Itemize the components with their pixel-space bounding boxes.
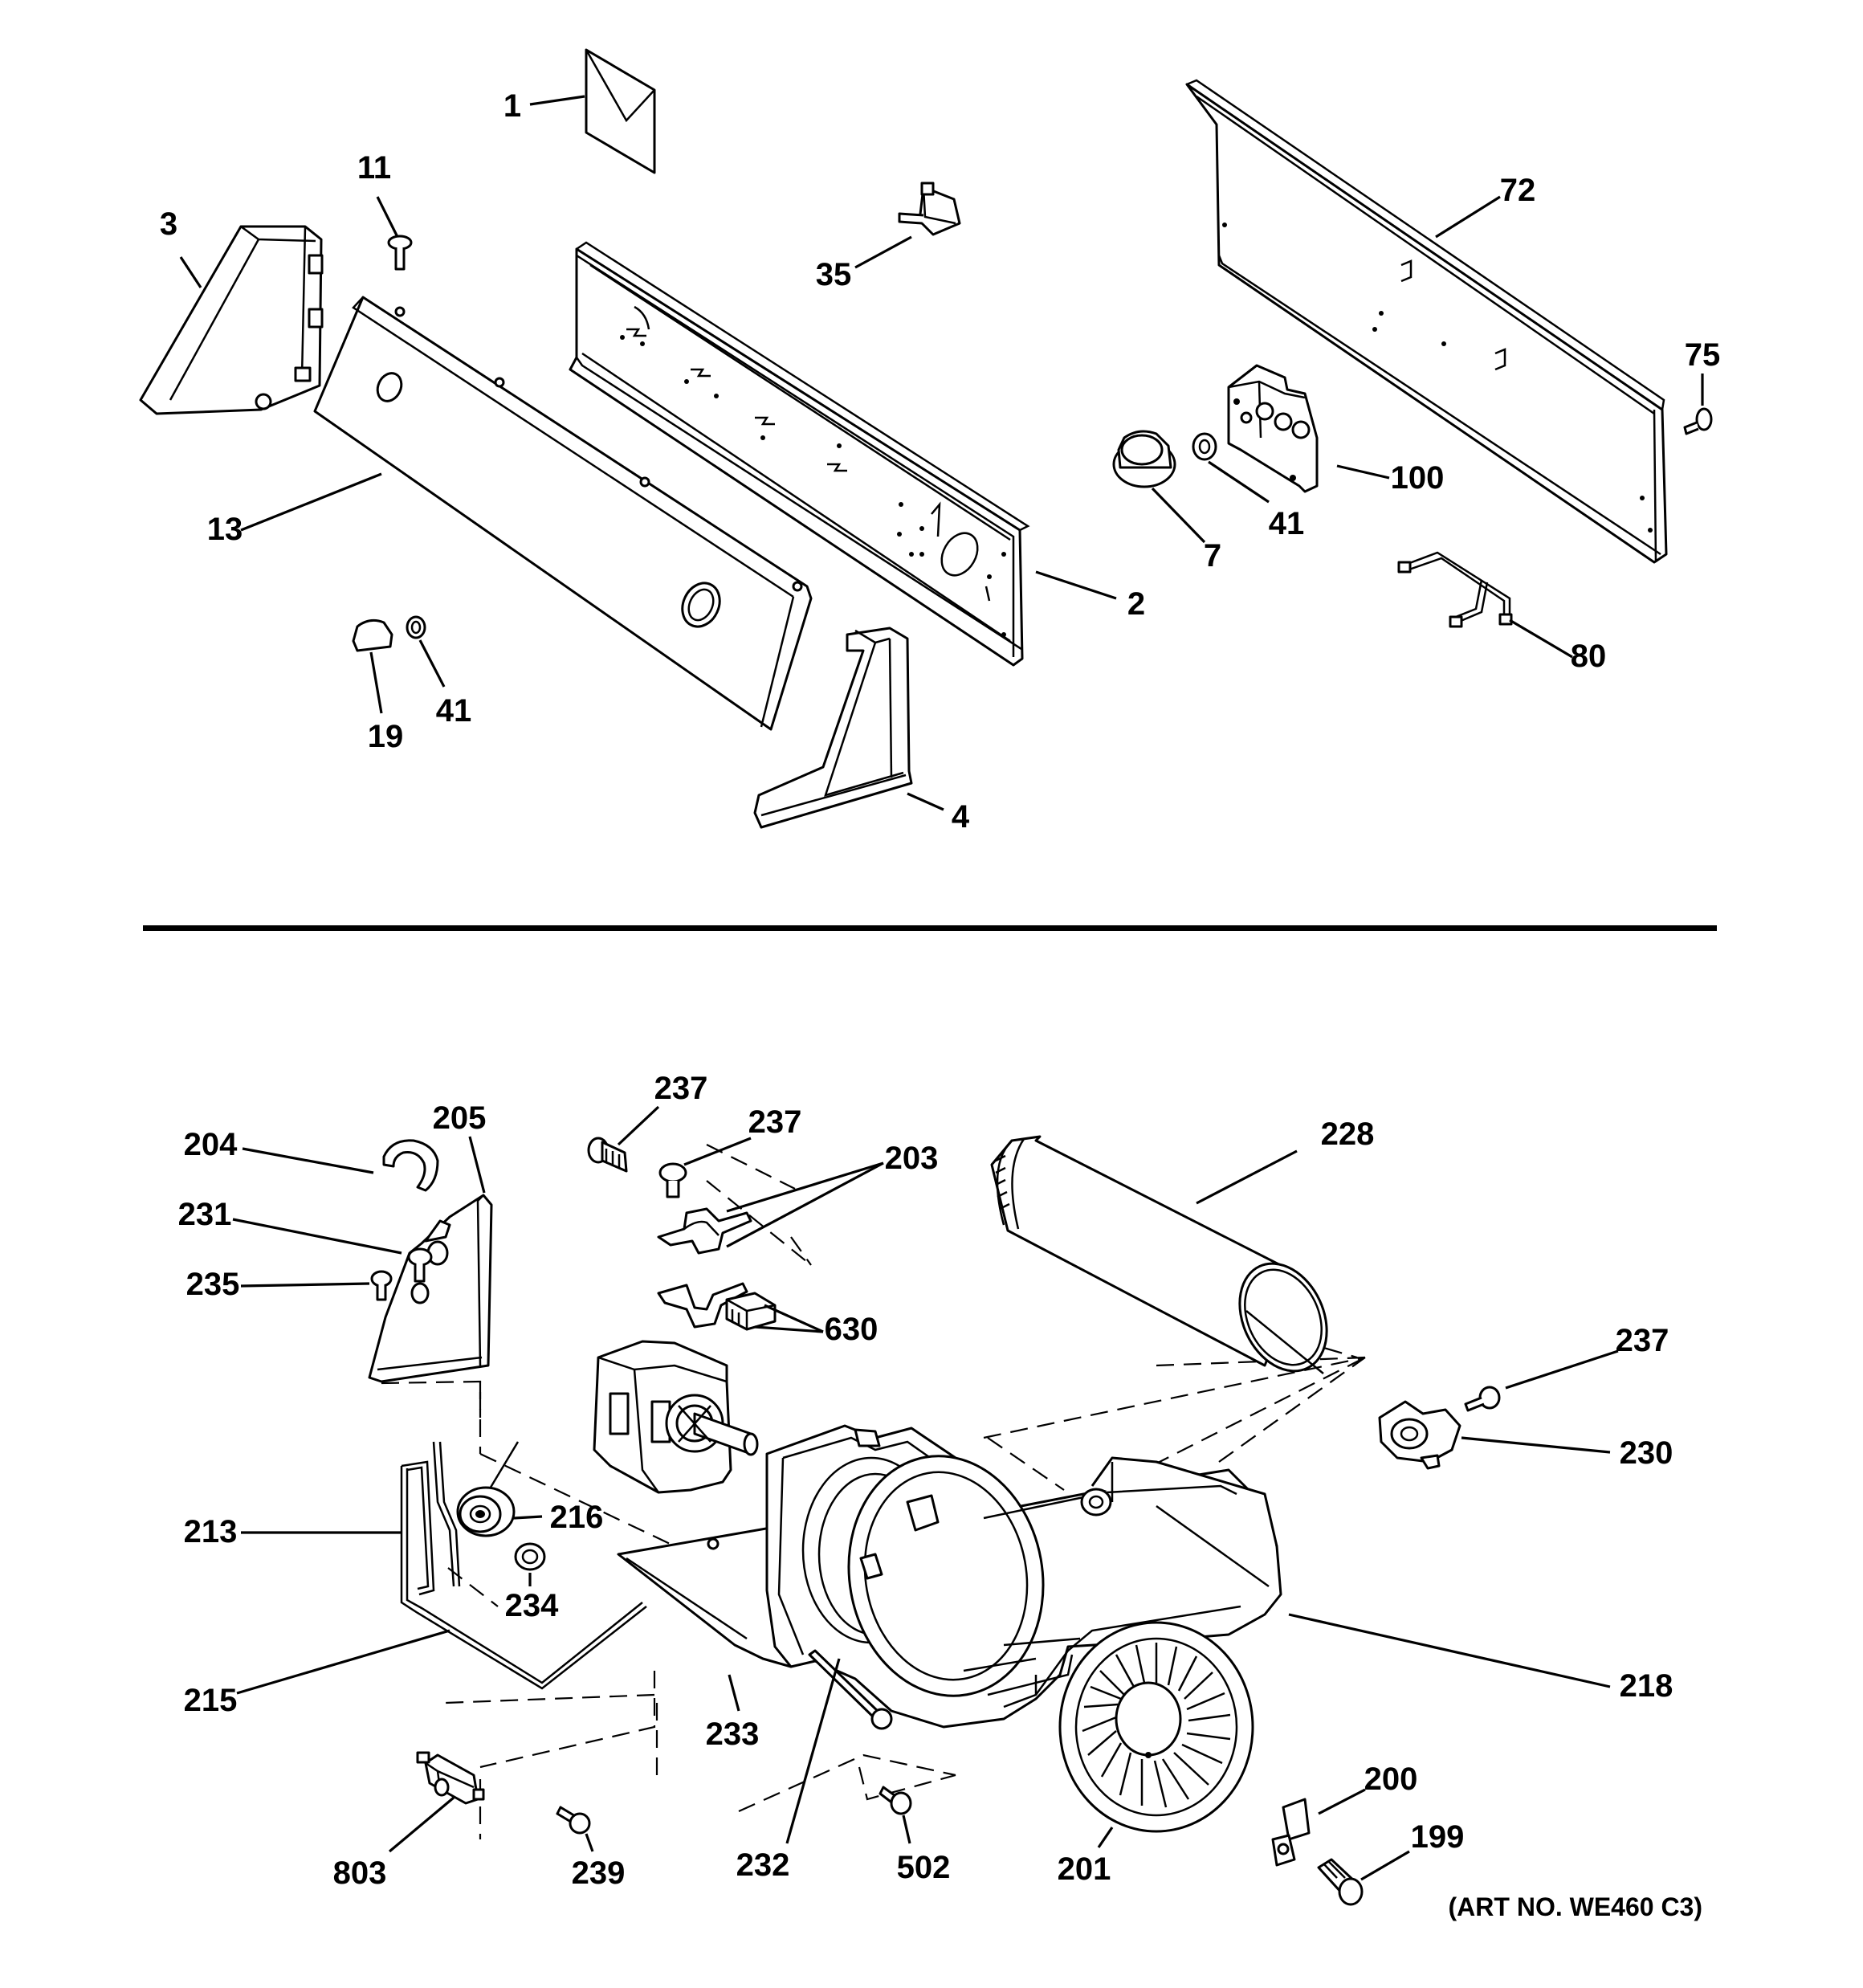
- part-13-backsplash-panel: [313, 296, 813, 731]
- label-237-right: 237: [1616, 1323, 1669, 1358]
- part-80-harness: [1397, 551, 1513, 628]
- label-80: 80: [1571, 639, 1607, 674]
- label-205: 205: [433, 1100, 487, 1136]
- part-72-back-panel: [1185, 79, 1668, 564]
- label-4: 4: [952, 799, 970, 835]
- part-7-knob: [1112, 430, 1176, 488]
- label-234: 234: [505, 1588, 559, 1623]
- label-216: 216: [550, 1500, 604, 1535]
- part-1-envelope: [585, 48, 656, 174]
- part-803-switch: [416, 1751, 485, 1805]
- part-630-block: [725, 1292, 777, 1331]
- label-1: 1: [503, 88, 521, 124]
- part-237-screw-second: [658, 1162, 687, 1198]
- label-218: 218: [1620, 1668, 1673, 1704]
- drive-motor: [593, 1340, 759, 1494]
- part-2-control-frame: [569, 241, 1030, 667]
- label-13: 13: [207, 512, 243, 547]
- label-203: 203: [885, 1141, 939, 1176]
- part-4-end-cap-right: [753, 627, 913, 829]
- part-213-idler-arm: [401, 1441, 520, 1596]
- part-205-motor-bracket: [368, 1194, 493, 1383]
- part-203-motor-clamp-lower: [657, 1282, 748, 1329]
- part-11-screw: [387, 235, 413, 271]
- part-201-blower-wheel: [1058, 1621, 1254, 1833]
- part-237-screw-top: [587, 1137, 628, 1173]
- part-239-screw: [556, 1806, 591, 1835]
- label-213: 213: [184, 1514, 238, 1549]
- label-7: 7: [1204, 538, 1221, 574]
- label-232: 232: [736, 1847, 790, 1883]
- part-234-washer: [514, 1542, 546, 1571]
- part-203-motor-clamp-upper: [657, 1207, 752, 1255]
- part-3-end-cap-left: [139, 225, 324, 415]
- label-100: 100: [1391, 460, 1445, 496]
- label-215: 215: [184, 1683, 238, 1718]
- label-803: 803: [333, 1855, 387, 1891]
- part-35-switch: [898, 182, 961, 236]
- label-502: 502: [897, 1850, 951, 1885]
- part-235-screw: [370, 1270, 393, 1301]
- part-215-wire-form: [400, 1466, 647, 1690]
- part-41-clip-left: [406, 615, 426, 639]
- label-41-left: 41: [436, 693, 472, 729]
- label-233: 233: [706, 1717, 760, 1752]
- part-41-clip-right: [1192, 432, 1217, 461]
- label-228: 228: [1321, 1116, 1375, 1152]
- label-2: 2: [1127, 586, 1145, 622]
- part-199-bolt: [1317, 1858, 1364, 1906]
- label-204: 204: [184, 1127, 238, 1162]
- blower-housing: [765, 1424, 1282, 1729]
- part-200-clip: [1271, 1798, 1311, 1867]
- label-237-top: 237: [654, 1071, 708, 1106]
- label-231: 231: [178, 1197, 232, 1232]
- part-19-knob: [352, 618, 393, 652]
- label-235: 235: [186, 1267, 240, 1302]
- part-228-exhaust-duct: [990, 1135, 1328, 1374]
- part-231-screw: [407, 1247, 433, 1283]
- art-number: (ART NO. WE460 C3): [1449, 1892, 1702, 1921]
- part-232-rod: [808, 1649, 893, 1730]
- label-19: 19: [368, 719, 404, 754]
- label-75: 75: [1685, 337, 1721, 373]
- part-237-screw-right: [1464, 1386, 1501, 1412]
- label-199: 199: [1411, 1819, 1465, 1855]
- label-630: 630: [825, 1312, 879, 1347]
- label-201: 201: [1058, 1851, 1111, 1887]
- section-divider: [143, 925, 1717, 931]
- label-35: 35: [816, 257, 852, 292]
- part-204-cord-clamp: [382, 1139, 439, 1192]
- part-100-timer: [1227, 364, 1319, 493]
- label-11: 11: [357, 150, 391, 186]
- label-230: 230: [1620, 1435, 1673, 1471]
- label-3: 3: [160, 206, 177, 242]
- label-239: 239: [572, 1855, 626, 1891]
- label-237-second: 237: [748, 1104, 802, 1140]
- label-200: 200: [1364, 1761, 1418, 1797]
- label-72: 72: [1500, 173, 1536, 208]
- part-75-screw: [1683, 407, 1713, 435]
- part-230-thermostat: [1378, 1400, 1461, 1470]
- part-502-screw: [879, 1786, 912, 1815]
- part-216-idler-pulley: [456, 1486, 516, 1537]
- label-41-right: 41: [1269, 506, 1305, 541]
